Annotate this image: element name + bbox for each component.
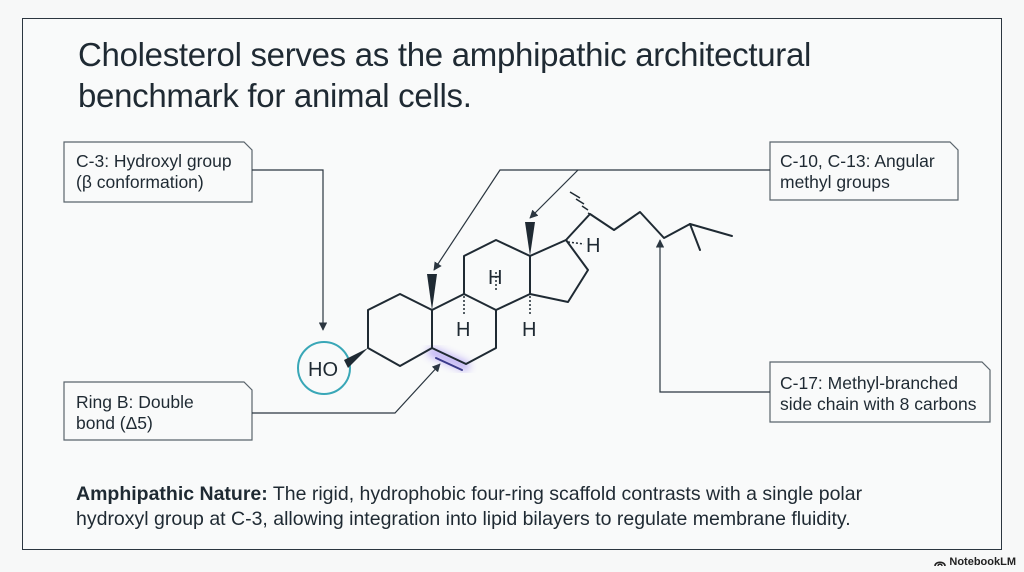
callout-hydroxyl: C-3: Hydroxyl group (β conformation) — [76, 151, 232, 193]
callout-double-bond-line-2: bond (Δ5) — [76, 413, 153, 433]
h-label-c17: H — [586, 235, 600, 257]
c20-hashed-bond — [569, 191, 593, 216]
methyl-c13-wedge — [525, 222, 535, 256]
footer-text: Amphipathic Nature: The rigid, hydrophob… — [76, 482, 956, 532]
arrow-side-chain — [655, 239, 770, 393]
callout-box-methyl — [769, 141, 959, 201]
callout-side-chain: C-17: Methyl-branched side chain with 8 … — [780, 373, 977, 415]
brand-label: NotebookLM — [949, 556, 1016, 568]
title-line-1: Cholesterol serves as the amphipathic ar… — [78, 36, 812, 73]
slide-title: Cholesterol serves as the amphipathic ar… — [78, 34, 898, 116]
ring-d — [529, 239, 589, 303]
callout-box-double-bond — [63, 381, 253, 441]
callout-hydroxyl-line-2: (β conformation) — [76, 172, 204, 192]
callout-methyl-line-1: C-10, C-13: Angular — [780, 151, 935, 171]
callout-methyl: C-10, C-13: Angular methyl groups — [780, 151, 935, 193]
title-line-2: benchmark for animal cells. — [78, 77, 472, 114]
arrow-hydroxyl — [252, 169, 328, 331]
brand-watermark: NotebookLM — [934, 556, 1016, 568]
footer-line-1: Amphipathic Nature: The rigid, hydrophob… — [76, 482, 956, 507]
slide-frame — [22, 18, 1002, 550]
h-label-c9: H — [456, 319, 470, 341]
callout-side-chain-line-1: C-17: Methyl-branched — [780, 373, 958, 393]
hydroxyl-highlight-circle — [297, 341, 351, 395]
h-label-c14: H — [522, 319, 536, 341]
arrow-methyl-c13 — [529, 169, 579, 219]
callout-methyl-line-2: methyl groups — [780, 172, 890, 192]
callout-box-hydroxyl — [63, 141, 253, 203]
h-label-c8: H — [488, 267, 502, 289]
footer-line-2: hydroxyl group at C-3, allowing integrat… — [76, 508, 851, 530]
ring-c — [463, 239, 531, 311]
callout-double-bond-line-1: Ring B: Double — [76, 392, 194, 412]
arrow-double-bond — [252, 363, 441, 414]
arrow-methyl-c10 — [433, 169, 770, 271]
footer-line-1-rest: The rigid, hydrophobic four-ring scaffol… — [267, 483, 863, 505]
callout-double-bond: Ring B: Double bond (Δ5) — [76, 392, 194, 434]
footer-bold-label: Amphipathic Nature: — [76, 483, 268, 505]
double-bond-line — [435, 357, 463, 371]
stereo-h-bonds — [463, 241, 585, 316]
hydroxyl-wedge — [344, 348, 368, 368]
callout-side-chain-line-2: side chain with 8 carbons — [780, 394, 977, 414]
callout-box-side-chain — [769, 361, 991, 423]
ho-label: HO — [308, 359, 338, 381]
double-bond-glow — [427, 347, 470, 371]
callout-hydroxyl-line-1: C-3: Hydroxyl group — [76, 151, 232, 171]
atom-labels: HO H H H H — [308, 235, 600, 381]
ring-a — [367, 293, 433, 367]
methyl-c10-wedge — [427, 274, 437, 310]
notebooklm-logo-icon — [934, 560, 947, 566]
connector-arrows — [252, 169, 770, 414]
ring-b — [431, 293, 497, 365]
steroid-skeleton — [367, 211, 733, 371]
side-chain-branch — [689, 223, 733, 237]
